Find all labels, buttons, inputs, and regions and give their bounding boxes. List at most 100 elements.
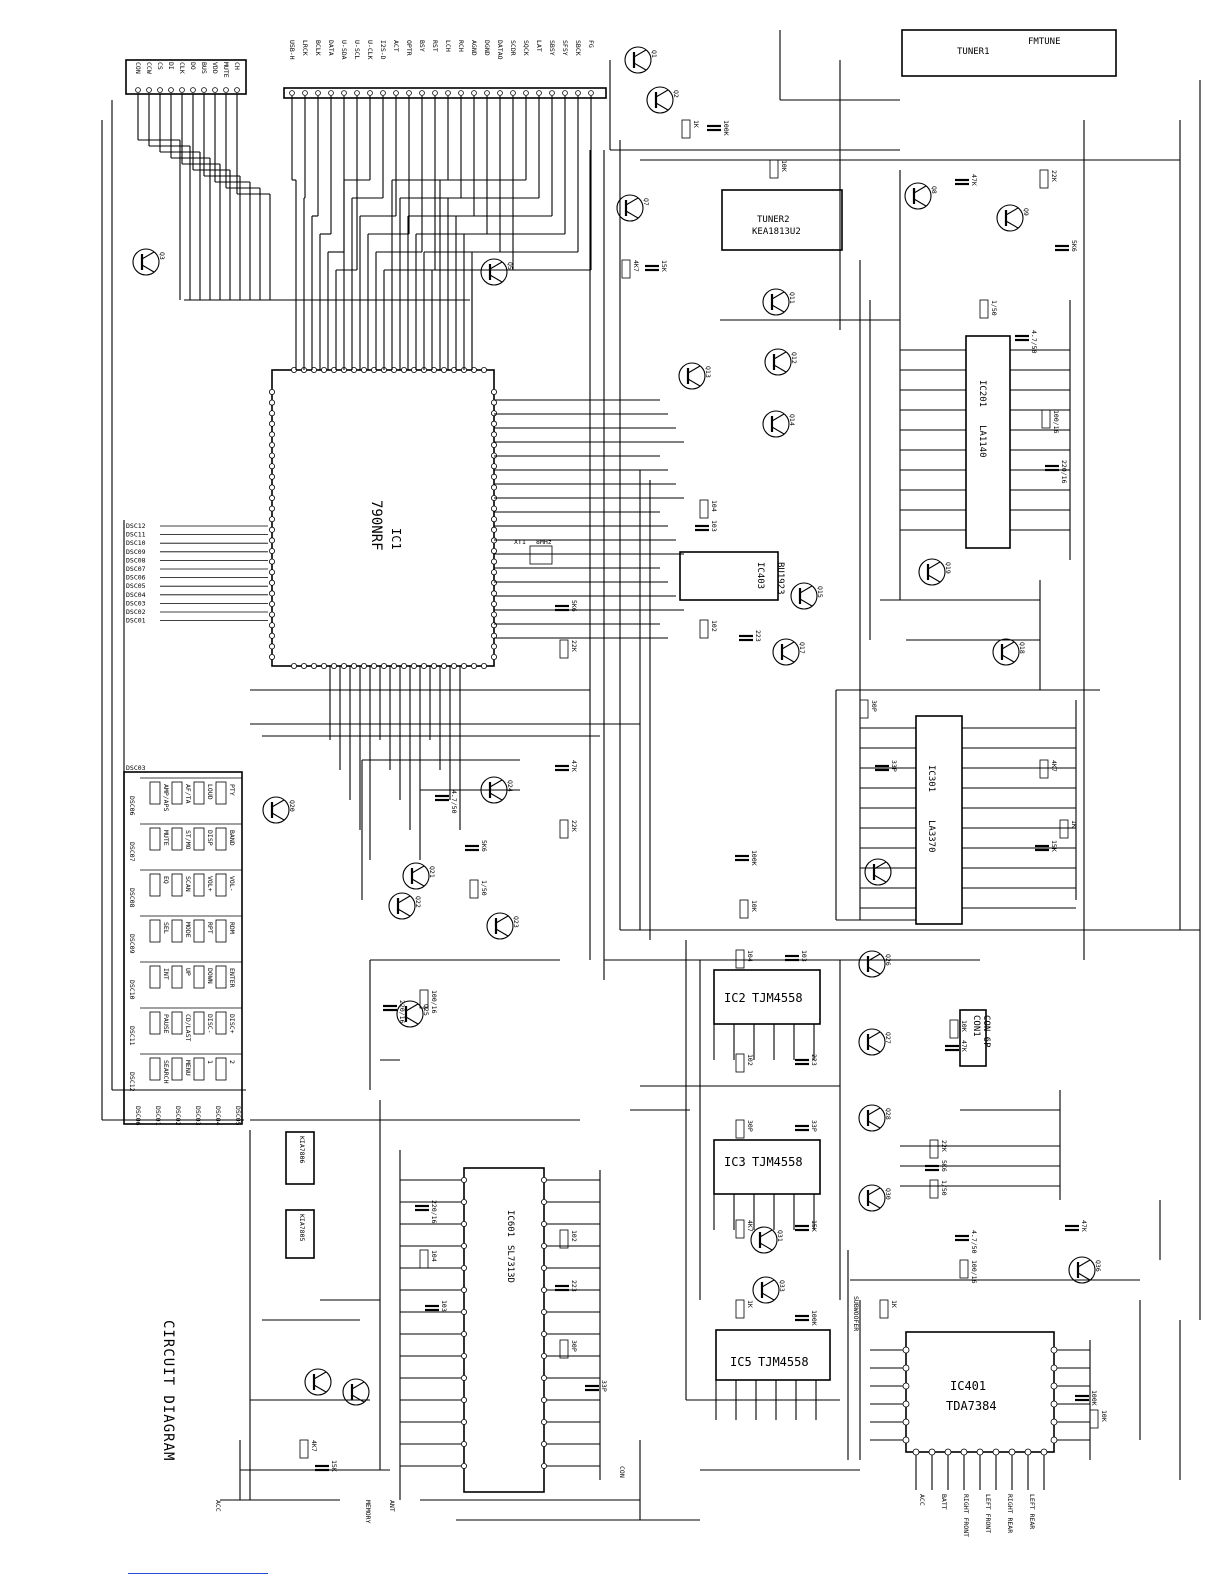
transistor	[752, 1276, 780, 1304]
connector-pin	[419, 90, 425, 96]
ic1-pin	[268, 611, 275, 618]
ic1-pin	[350, 366, 357, 373]
transistor	[624, 46, 652, 74]
key-matrix-header: DSC03	[126, 764, 146, 772]
transistor-lead	[397, 908, 411, 917]
ic1-pin	[410, 366, 417, 373]
transistor	[646, 86, 674, 114]
key-label: ENTER	[228, 968, 236, 988]
ic1-pin	[268, 473, 275, 480]
transistor	[480, 776, 508, 804]
transistor-lead	[271, 799, 285, 808]
dsc-line-label: DSC07	[126, 565, 146, 573]
connector-pin-label: VDD	[211, 62, 219, 74]
connector-pin	[484, 90, 490, 96]
connector-pin-label: SBCK	[574, 40, 582, 56]
ic1-pin	[268, 410, 275, 417]
component-value: 4.7/50	[1030, 330, 1038, 354]
key-label: DISP	[206, 830, 214, 846]
ic1-pin	[450, 663, 457, 670]
key-switch	[149, 827, 161, 851]
ic1-pin	[268, 463, 275, 470]
key-switch	[171, 1011, 183, 1035]
ic403-block: IC403 BU1923	[679, 551, 785, 601]
connector-pin	[471, 90, 477, 96]
output-label: ANT	[388, 1500, 396, 1512]
resistor	[299, 1439, 309, 1459]
key-label: VOL+	[206, 876, 214, 892]
ic601-pin	[460, 1265, 467, 1272]
ic1-pin	[268, 420, 275, 427]
transistor-ref: Q20	[288, 800, 296, 812]
connector-pin	[223, 87, 229, 93]
key-switch	[193, 965, 205, 989]
transistor-ref: Q27	[884, 1032, 892, 1044]
component-value: 1/50	[990, 300, 998, 316]
transistor-ref: Q17	[798, 642, 806, 654]
ic601-pin	[541, 1441, 548, 1448]
ic601-pin	[460, 1177, 467, 1184]
ic1-pin	[430, 663, 437, 670]
key-switch	[149, 919, 161, 943]
key-switch	[193, 919, 205, 943]
transistor	[750, 1226, 778, 1254]
ic1-pin	[268, 505, 275, 512]
resistor	[1059, 819, 1069, 839]
transistor-lead	[405, 1003, 419, 1012]
dsc-line-label: DSC03	[126, 599, 146, 607]
connector-pin	[497, 90, 503, 96]
ic601-pin	[460, 1309, 467, 1316]
transistor-lead	[759, 1242, 773, 1251]
transistor-lead	[271, 812, 285, 821]
transistor	[918, 558, 946, 586]
resistor	[929, 1179, 939, 1199]
transistor-lead	[761, 1279, 775, 1288]
ic1-pin	[490, 611, 497, 618]
key-row-label: DSC12	[128, 1072, 136, 1092]
transistor-lead	[411, 865, 425, 874]
component-value: 10K	[780, 160, 788, 172]
ic1-pin	[268, 388, 275, 395]
key-switch	[149, 1011, 161, 1035]
regulator-7805: KIA7805	[285, 1209, 315, 1259]
component-value: 33P	[890, 760, 898, 772]
component-value: 30P	[746, 1120, 754, 1132]
ic401-pin	[1050, 1418, 1058, 1426]
ic1-pin	[320, 663, 327, 670]
xt1-ref: XT1	[514, 538, 526, 546]
connector-pin	[328, 90, 334, 96]
component-value: 1K	[890, 1300, 898, 1308]
xt1-value: 8MHz	[536, 538, 552, 546]
ic1-pin	[268, 590, 275, 597]
ic1-pin	[268, 484, 275, 491]
transistor-lead	[873, 861, 887, 870]
connector-pin-label: SBSY	[548, 40, 556, 56]
key-label: 1	[206, 1060, 214, 1064]
key-label: VOL-	[228, 876, 236, 892]
ic1-pin	[268, 399, 275, 406]
ic601-pin	[460, 1463, 467, 1470]
component-value: 30P	[570, 1340, 578, 1352]
component-value: 103	[800, 950, 808, 962]
output-label: SUBWOOFER	[852, 1296, 860, 1331]
transistor-lead	[405, 1016, 419, 1025]
transistor-lead	[771, 413, 785, 422]
key-label: RPT	[206, 922, 214, 934]
connector-pin	[289, 90, 295, 96]
key-switch	[171, 827, 183, 851]
component-value: 10K	[750, 900, 758, 912]
component-value: 1/50	[940, 1180, 948, 1196]
resistor	[735, 1053, 745, 1073]
transistor-ref: Q5	[506, 262, 514, 270]
ic601-pin	[460, 1375, 467, 1382]
transistor	[992, 638, 1020, 666]
key-switch	[149, 965, 161, 989]
transistor	[1068, 1256, 1096, 1284]
key-switch	[215, 1011, 227, 1035]
transistor-lead	[489, 779, 503, 788]
connector-pin	[406, 90, 412, 96]
connector-pin	[575, 90, 581, 96]
ic1-pin	[268, 494, 275, 501]
transistor-ref: Q31	[776, 1230, 784, 1242]
